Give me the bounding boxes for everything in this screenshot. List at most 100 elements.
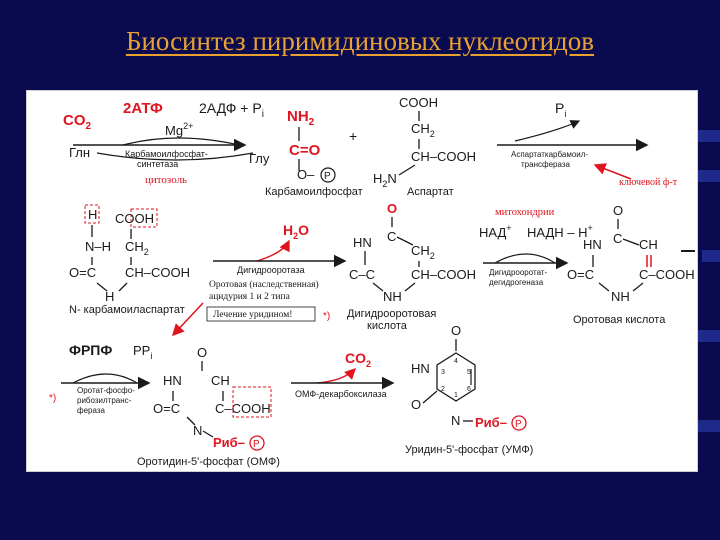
dho-c: C	[387, 229, 396, 244]
dihydroorotate-structure: O HN C CH2 C–C CH–COOH NH Дигидрооротова…	[347, 201, 476, 332]
dho-o: O	[387, 201, 397, 216]
ca-ch2: CH	[125, 239, 144, 254]
svg-text:1: 1	[454, 392, 458, 399]
step2-aspartate-transcarbamoylase: Pi Аспартаткарбамоил- трансфераза ключев…	[497, 100, 678, 188]
oprt-line2: рибозилтранс-	[77, 396, 132, 405]
mg-label: Mg2+	[165, 121, 193, 138]
ca-h: H	[88, 207, 97, 222]
cp-p: P	[324, 171, 331, 182]
omp-structure: O HN CH O=C C–COOH N Риб– P Оротидин-5'-…	[137, 345, 280, 468]
step4-dihydroorotate-dehydrogenase: митохондрии НАД+ НАДН – H+ Дигидрооротат…	[479, 207, 593, 287]
oro-c: C	[613, 231, 622, 246]
aciduria-note-line1: Оротовая (наследственная)	[209, 279, 319, 290]
oprt-line3: фераза	[77, 406, 106, 415]
ca-nh2-bottom: H	[105, 289, 114, 304]
ppi-label: PPi	[133, 343, 152, 361]
asp-ch2: CH	[411, 121, 430, 136]
oro-hn: HN	[583, 237, 602, 252]
dho-nh: NH	[383, 289, 402, 304]
asterisk-note: *)	[323, 311, 330, 322]
oro-ch: CH	[639, 237, 658, 252]
dho-ch-cooh: CH–COOH	[411, 267, 476, 282]
step6-co2: CO2	[345, 350, 371, 369]
step5-opr-transferase: ФРПФ PPi *) Оротат-фосфо- рибозилтранс- …	[49, 342, 152, 415]
cps-enzyme-line1: Карбамоилфосфат-	[125, 149, 208, 159]
ump-name: Уридин-5'-фосфат (УМФ)	[405, 444, 533, 456]
atcase-line2: трансфераза	[521, 160, 570, 169]
atcase-line1: Аспартаткарбамоил-	[511, 150, 588, 159]
aspartate-structure: COOH CH2 CH–COOH H2N Аспартат	[373, 95, 476, 198]
pathway-svg: CO2 2АТФ 2АДФ + Pi Mg2+ Глн Глу Карбамои…	[49, 95, 695, 468]
pi-label: Pi	[555, 100, 566, 119]
cp-co: C=O	[289, 142, 321, 159]
cytosol-label: цитозоль	[145, 174, 187, 186]
asp-ch-cooh: CH–COOH	[411, 149, 476, 164]
carbamoyl-aspartate-structure: H COOH N–H CH2 O=C CH–COOH H N- карбамои…	[69, 204, 190, 316]
asp-cooh: COOH	[399, 95, 438, 110]
step3-dihydroorotase: H2O Дигидрооротаза Оротовая (наследствен…	[171, 222, 347, 337]
key-enzyme-note: ключевой ф-т	[619, 177, 678, 188]
carbamoyl-phosphate-name: Карбамоилфосфат	[265, 186, 363, 198]
aspartate-name: Аспартат	[407, 186, 454, 198]
dihydroorotase-label: Дигидрооротаза	[237, 265, 305, 275]
dihydroorotate-name2: кислота	[367, 320, 408, 332]
omp-name: Оротидин-5'-фосфат (ОМФ)	[137, 456, 280, 468]
omp-rib: Риб–	[213, 435, 245, 450]
key-enzyme-arrow	[593, 163, 632, 180]
prpp-label: ФРПФ	[69, 342, 112, 358]
ump-structure: O HN O 3 4 5 6 1 2 N Риб– P Уридин-5'-фо…	[405, 323, 533, 456]
slide-title: Биосинтез пиримидиновых нуклеотидов	[125, 26, 595, 56]
omp-oc: O=C	[153, 401, 180, 416]
aciduria-arrow	[171, 302, 204, 337]
step6-omp-decarboxylase: CO2 ОМФ-декарбоксилаза	[291, 350, 395, 399]
adp-pi-label: 2АДФ + Pi	[199, 100, 264, 120]
dho-cc: C–C	[349, 267, 375, 282]
orotate-name: Оротовая кислота	[573, 314, 666, 326]
ump-rib: Риб–	[475, 415, 507, 430]
carbamoyl-aspartate-name: N- карбамоиласпартат	[69, 304, 185, 316]
nad-label: НАД+	[479, 223, 512, 240]
ump-o: O	[451, 323, 461, 338]
gln-glu-curve	[96, 152, 254, 161]
omp-hn: HN	[163, 373, 182, 388]
svg-text:6: 6	[467, 386, 471, 393]
cps-enzyme-line2: синтетаза	[137, 159, 178, 169]
ompdc-label: ОМФ-декарбоксилаза	[295, 389, 387, 399]
ca-cooh: COOH	[115, 211, 154, 226]
omp-o: O	[197, 345, 207, 360]
cooh-highlight-box	[232, 386, 272, 418]
oh-highlight-box	[130, 208, 158, 228]
ump-n: N	[451, 413, 460, 428]
glu-label: Глу	[249, 151, 270, 166]
mitochondria-label: митохондрии	[495, 207, 555, 218]
svg-text:CH2: CH2	[411, 243, 435, 261]
dho-hn: HN	[353, 235, 372, 250]
step1-carbamoyl-phosphate-synthesis: CO2 2АТФ 2АДФ + Pi Mg2+ Глн Глу Карбамои…	[63, 100, 363, 198]
ump-hn: HN	[411, 361, 430, 376]
dho-ch2: CH	[411, 243, 430, 258]
ump-p: P	[515, 419, 522, 430]
plus-sign: +	[349, 128, 357, 144]
orotate-structure: O HN C CH O=C C–COOH NH Оротовая кислота	[567, 203, 695, 326]
svg-text:4: 4	[454, 358, 458, 365]
ca-ch-cooh: CH–COOH	[125, 265, 190, 280]
oro-nh: NH	[611, 289, 630, 304]
h-highlight-box	[84, 204, 100, 224]
oprt-line1: Оротат-фосфо-	[77, 386, 135, 395]
atp-curve	[122, 137, 240, 146]
svg-text:CH2: CH2	[125, 239, 149, 257]
svg-text:2: 2	[441, 386, 445, 393]
h2o-label: H2O	[283, 222, 309, 241]
gln-label: Глн	[69, 145, 90, 160]
omp-ch: CH	[211, 373, 230, 388]
omp-cooh: C–COOH	[215, 401, 271, 416]
omp-n: N	[193, 423, 202, 438]
atp-label: 2АТФ	[123, 100, 163, 117]
dihydroorotate-name1: Дигидрооротовая	[347, 308, 436, 320]
ump-o2: O	[411, 397, 421, 412]
oro-cooh: C–COOH	[639, 267, 695, 282]
asp-h2n: H2N	[373, 171, 397, 189]
step5-asterisk: *)	[49, 393, 56, 404]
dhodh-line2: дегидрогеназа	[489, 278, 544, 287]
svg-text:5: 5	[467, 369, 471, 376]
